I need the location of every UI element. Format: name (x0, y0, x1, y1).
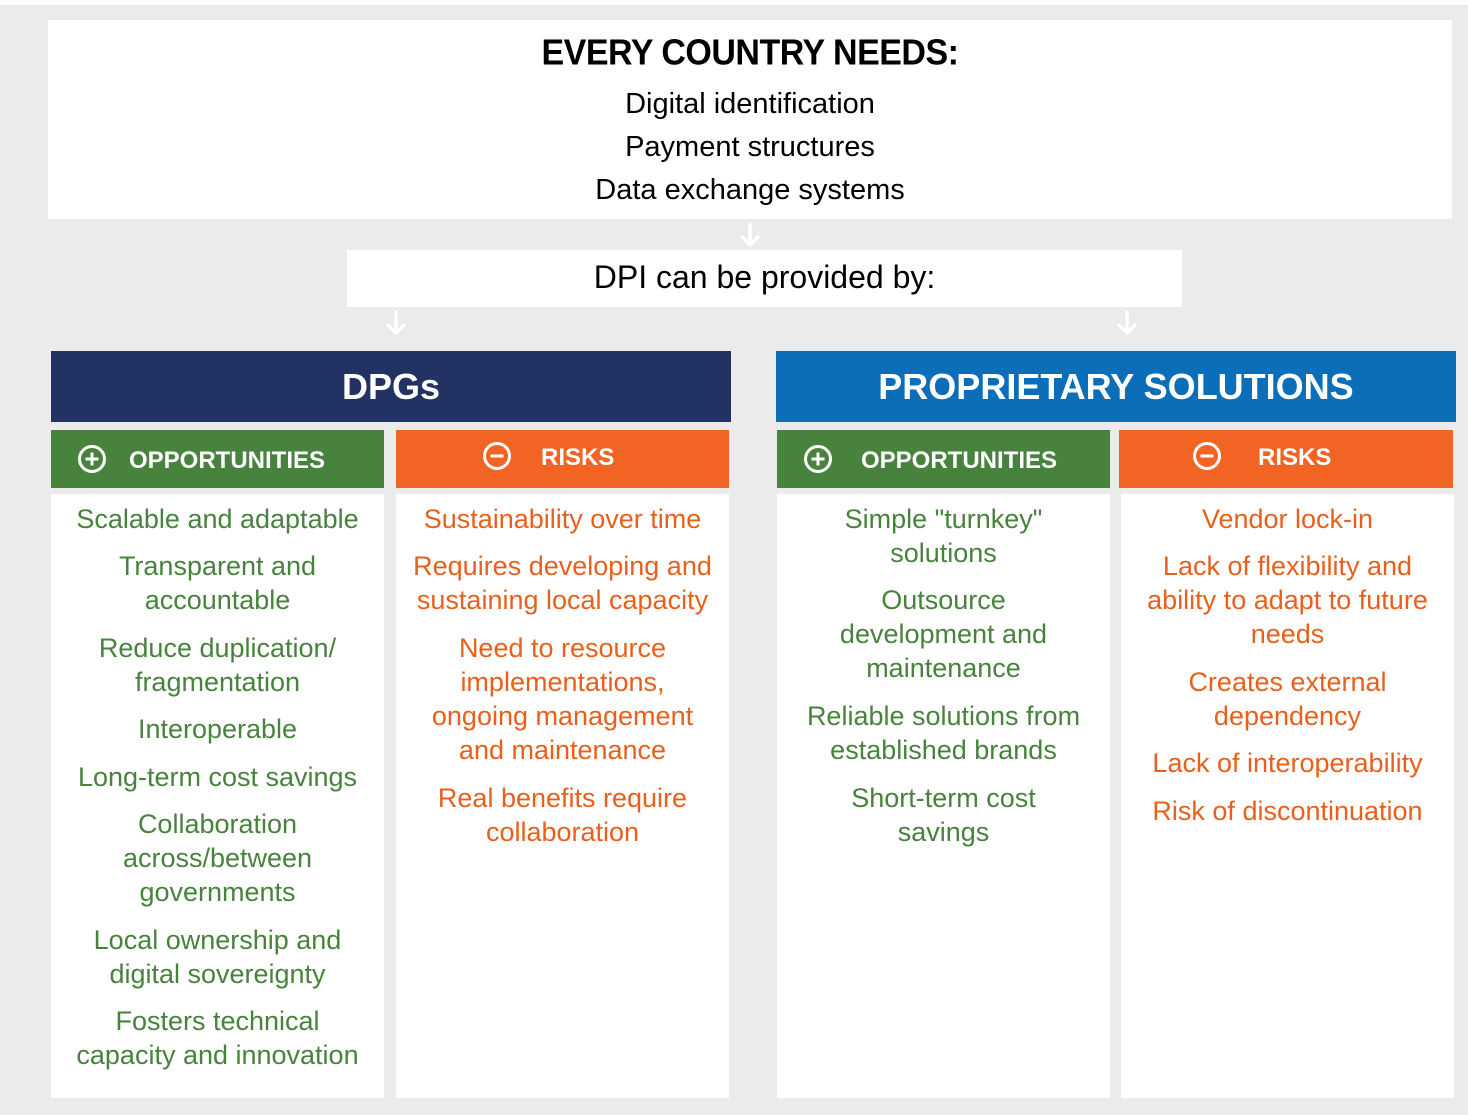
item-line: Outsource (881, 585, 1006, 615)
item-line: Simple "turnkey" (844, 504, 1043, 534)
proprietary-risks-header: RISKS (1119, 430, 1453, 488)
needs-item: Payment structures (625, 131, 875, 163)
proprietary-opportunities-list: Simple "turnkey" solutions Outsource dev… (777, 494, 1110, 1098)
provided-by-text: DPI can be provided by: (593, 259, 936, 295)
item-line: Need to resource (458, 633, 667, 663)
arrow-down-icon (385, 311, 407, 336)
item-line: accountable (144, 585, 291, 615)
minus-circle-icon (483, 442, 511, 470)
item-line: implementations, (460, 667, 665, 697)
proprietary-header: PROPRIETARY SOLUTIONS (776, 351, 1456, 422)
arrow-down-icon (739, 223, 761, 248)
list-item: Risk of discontinuation (1121, 794, 1454, 828)
item-line: sustaining local capacity (416, 585, 709, 615)
item-line: Collaboration (137, 809, 298, 839)
list-item: Interoperable (51, 712, 384, 746)
arrow-down-icon (1116, 311, 1138, 336)
item-line: Scalable and adaptable (76, 504, 359, 534)
item-line: Fosters technical (115, 1006, 320, 1036)
list-item: Transparent and accountable (51, 549, 384, 617)
item-line: Lack of flexibility and (1162, 551, 1413, 581)
list-item: Reliable solutions from established bran… (777, 699, 1110, 767)
item-line: maintenance (866, 653, 1021, 683)
item-line: Local ownership and (93, 925, 342, 955)
needs-item: Data exchange systems (595, 174, 905, 206)
risks-label: RISKS (1258, 444, 1332, 471)
item-line: and maintenance (458, 735, 667, 765)
item-line: collaboration (485, 817, 640, 847)
item-line: Long-term cost savings (77, 762, 358, 792)
item-line: needs (1250, 619, 1325, 649)
list-item: Reduce duplication/ fragmentation (51, 631, 384, 699)
item-line: ongoing management (431, 701, 694, 731)
item-line: established brands (830, 735, 1057, 765)
list-item: Requires developing and sustaining local… (396, 549, 729, 617)
opportunities-label: OPPORTUNITIES (129, 447, 326, 474)
item-line: digital sovereignty (109, 959, 326, 989)
needs-item: Digital identification (625, 88, 875, 120)
risks-label: RISKS (541, 444, 615, 471)
item-line: Transparent and (118, 551, 317, 581)
list-item: Vendor lock-in (1121, 502, 1454, 536)
item-line: Creates external (1188, 667, 1387, 697)
item-line: across/between (122, 843, 313, 873)
list-item: Collaboration across/between governments (51, 807, 384, 909)
list-item: Long-term cost savings (51, 760, 384, 794)
minus-circle-icon (1193, 442, 1221, 470)
dpgs-header: DPGs (51, 351, 731, 422)
proprietary-opportunities-header: OPPORTUNITIES (777, 430, 1110, 488)
item-line: dependency (1213, 701, 1362, 731)
item-line: capacity and innovation (76, 1040, 359, 1070)
item-line: solutions (890, 538, 997, 568)
proprietary-title: PROPRIETARY SOLUTIONS (878, 366, 1354, 407)
opportunities-label: OPPORTUNITIES (861, 447, 1058, 474)
dpgs-risks-list: Sustainability over time Requires develo… (396, 494, 729, 1098)
item-line: Requires developing and (413, 551, 712, 581)
list-item: Real benefits require collaboration (396, 781, 729, 849)
country-needs-box: EVERY COUNTRY NEEDS: Digital identificat… (48, 20, 1452, 219)
list-item: Creates external dependency (1121, 665, 1454, 733)
item-line: governments (139, 877, 296, 907)
list-item: Need to resource implementations, ongoin… (396, 631, 729, 767)
item-line: Reduce duplication/ (98, 633, 337, 663)
needs-title: EVERY COUNTRY NEEDS: (541, 33, 959, 73)
list-item: Lack of interoperability (1121, 746, 1454, 780)
dpgs-opportunities-header: OPPORTUNITIES (51, 430, 384, 488)
item-line: Interoperable (137, 714, 298, 744)
list-item: Simple "turnkey" solutions (777, 502, 1110, 570)
item-line: ability to adapt to future (1147, 585, 1428, 615)
list-item: Lack of flexibility and ability to adapt… (1121, 549, 1454, 651)
item-line: savings (897, 817, 990, 847)
proprietary-risks-list: Vendor lock-in Lack of flexibility and a… (1121, 494, 1454, 1098)
plus-circle-icon (78, 445, 106, 473)
item-line: fragmentation (134, 667, 301, 697)
dpgs-title: DPGs (341, 366, 441, 407)
item-line: Lack of interoperability (1152, 748, 1423, 778)
provided-by-box: DPI can be provided by: (347, 250, 1182, 307)
list-item: Fosters technical capacity and innovatio… (51, 1004, 384, 1072)
list-item: Short-term cost savings (777, 781, 1110, 849)
list-item: Local ownership and digital sovereignty (51, 923, 384, 991)
dpgs-risks-header: RISKS (396, 430, 729, 488)
list-item: Scalable and adaptable (51, 502, 384, 536)
list-item: Sustainability over time (396, 502, 729, 536)
list-item: Outsource development and maintenance (777, 583, 1110, 685)
plus-circle-icon (804, 445, 832, 473)
item-line: Risk of discontinuation (1152, 796, 1423, 826)
item-line: Vendor lock-in (1201, 504, 1374, 534)
item-line: Real benefits require (437, 783, 688, 813)
item-line: development and (839, 619, 1048, 649)
dpgs-opportunities-list: Scalable and adaptable Transparent and a… (51, 494, 384, 1098)
item-line: Short-term cost (851, 783, 1036, 813)
diagram-panel: EVERY COUNTRY NEEDS: Digital identificat… (0, 5, 1468, 1115)
item-line: Reliable solutions from (806, 701, 1081, 731)
item-line: Sustainability over time (423, 504, 702, 534)
